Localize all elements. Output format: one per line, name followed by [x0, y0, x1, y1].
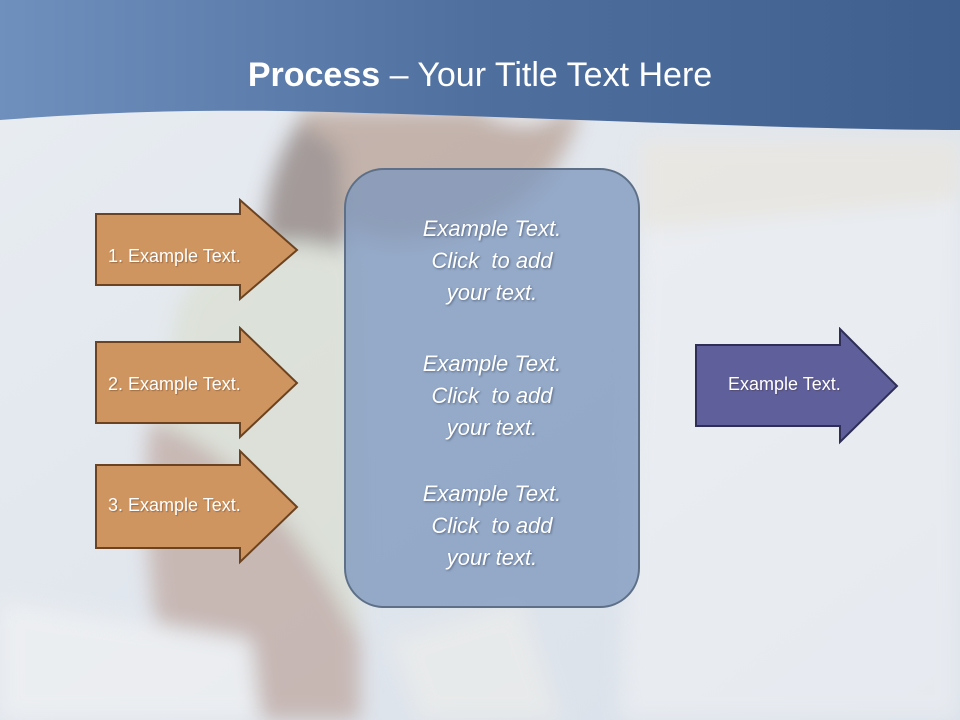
process-item-3-line2: Click to add — [431, 513, 553, 538]
input-arrow-3 — [95, 449, 299, 565]
output-arrow — [695, 327, 899, 445]
process-item-1-line2: Click to add — [431, 248, 553, 273]
process-item-1-line1: Example Text. — [422, 216, 562, 241]
process-item-1: Example Text. Click to add your text. — [344, 213, 640, 309]
process-item-2-line1: Example Text. — [422, 351, 562, 376]
input-arrow-3-label: 3. Example Text. — [108, 495, 241, 515]
process-item-2-line3: your text. — [446, 415, 538, 440]
input-arrow-1 — [95, 198, 299, 302]
title-rest: – Your Title Text Here — [380, 56, 713, 94]
process-box — [344, 168, 640, 608]
input-arrow-1-label: 1. Example Text. — [108, 246, 241, 266]
input-arrow-2-label: 2. Example Text. — [108, 374, 241, 394]
title-bold: Process — [247, 56, 381, 94]
process-item-3-line1: Example Text. — [422, 481, 562, 506]
process-item-2: Example Text. Click to add your text. — [344, 348, 640, 444]
input-arrow-2 — [95, 326, 299, 440]
process-item-2-line2: Click to add — [431, 383, 553, 408]
output-arrow-label: Example Text. — [728, 374, 841, 394]
process-item-1-line3: your text. — [446, 280, 538, 305]
slide-title: Process – Your Title Text Here — [0, 52, 960, 98]
process-item-3-line3: your text. — [446, 545, 538, 570]
process-item-3: Example Text. Click to add your text. — [344, 478, 640, 574]
